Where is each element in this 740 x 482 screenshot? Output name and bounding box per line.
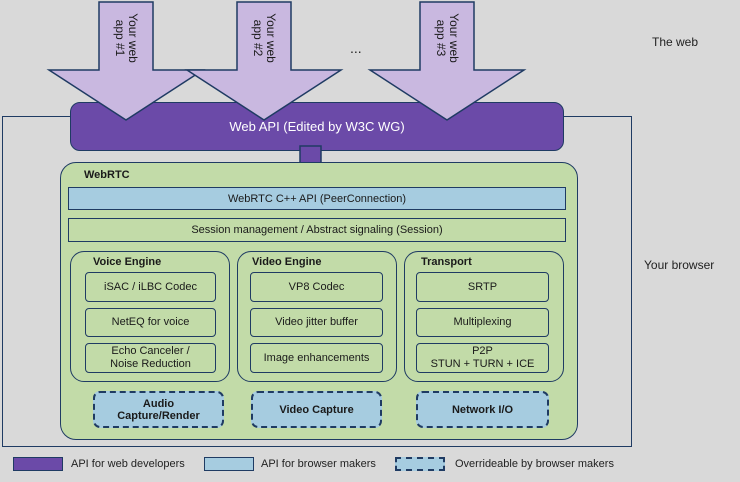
- your-browser-label: Your browser: [644, 258, 715, 272]
- legend-label: Overrideable by browser makers: [455, 458, 614, 470]
- transport-title: Transport: [421, 256, 472, 268]
- voice-engine-item: Echo Canceler / Noise Reduction: [85, 343, 216, 373]
- app-2-arrow: [184, 1, 344, 121]
- webrtc-cpp-api-label: WebRTC C++ API (PeerConnection): [227, 192, 407, 205]
- legend-swatch-browser-makers: [204, 457, 254, 471]
- apps-ellipsis: ...: [350, 40, 362, 56]
- app-1-arrow: [46, 1, 206, 121]
- video-engine-item: VP8 Codec: [250, 272, 383, 302]
- app-1-label: Your web app #1: [113, 13, 140, 63]
- web-api-label: Web API (Edited by W3C WG): [229, 119, 405, 134]
- transport-item: SRTP: [416, 272, 549, 302]
- webrtc-title: WebRTC: [84, 169, 130, 181]
- app-3-arrow: [367, 1, 527, 121]
- transport-item: Multiplexing: [416, 308, 549, 337]
- legend-label: API for web developers: [71, 458, 185, 470]
- session-management: Session management / Abstract signaling …: [68, 218, 566, 242]
- legend-swatch-overrideable: [395, 457, 445, 471]
- video-engine-item: Video jitter buffer: [250, 308, 383, 337]
- voice-engine-title: Voice Engine: [93, 256, 162, 268]
- app-2-label: Your web app #2: [251, 13, 278, 63]
- legend-swatch-web-developers: [13, 457, 63, 471]
- video-engine-item: Image enhancements: [250, 343, 383, 373]
- webrtc-cpp-api: WebRTC C++ API (PeerConnection): [68, 187, 566, 210]
- audio-capture-render: Audio Capture/Render: [93, 391, 224, 428]
- transport-item: P2P STUN + TURN + ICE: [416, 343, 549, 373]
- network-io: Network I/O: [416, 391, 549, 428]
- app-3-label: Your web app #3: [434, 13, 461, 63]
- video-engine-title: Video Engine: [252, 256, 322, 268]
- app-arrows: [46, 1, 527, 186]
- legend-label: API for browser makers: [261, 458, 376, 470]
- session-management-label: Session management / Abstract signaling …: [191, 224, 443, 236]
- the-web-label: The web: [652, 35, 699, 49]
- voice-engine-item: NetEQ for voice: [85, 308, 216, 337]
- video-capture: Video Capture: [251, 391, 382, 428]
- voice-engine-item: iSAC / iLBC Codec: [85, 272, 216, 302]
- web-api-bar: Web API (Edited by W3C WG): [70, 102, 564, 151]
